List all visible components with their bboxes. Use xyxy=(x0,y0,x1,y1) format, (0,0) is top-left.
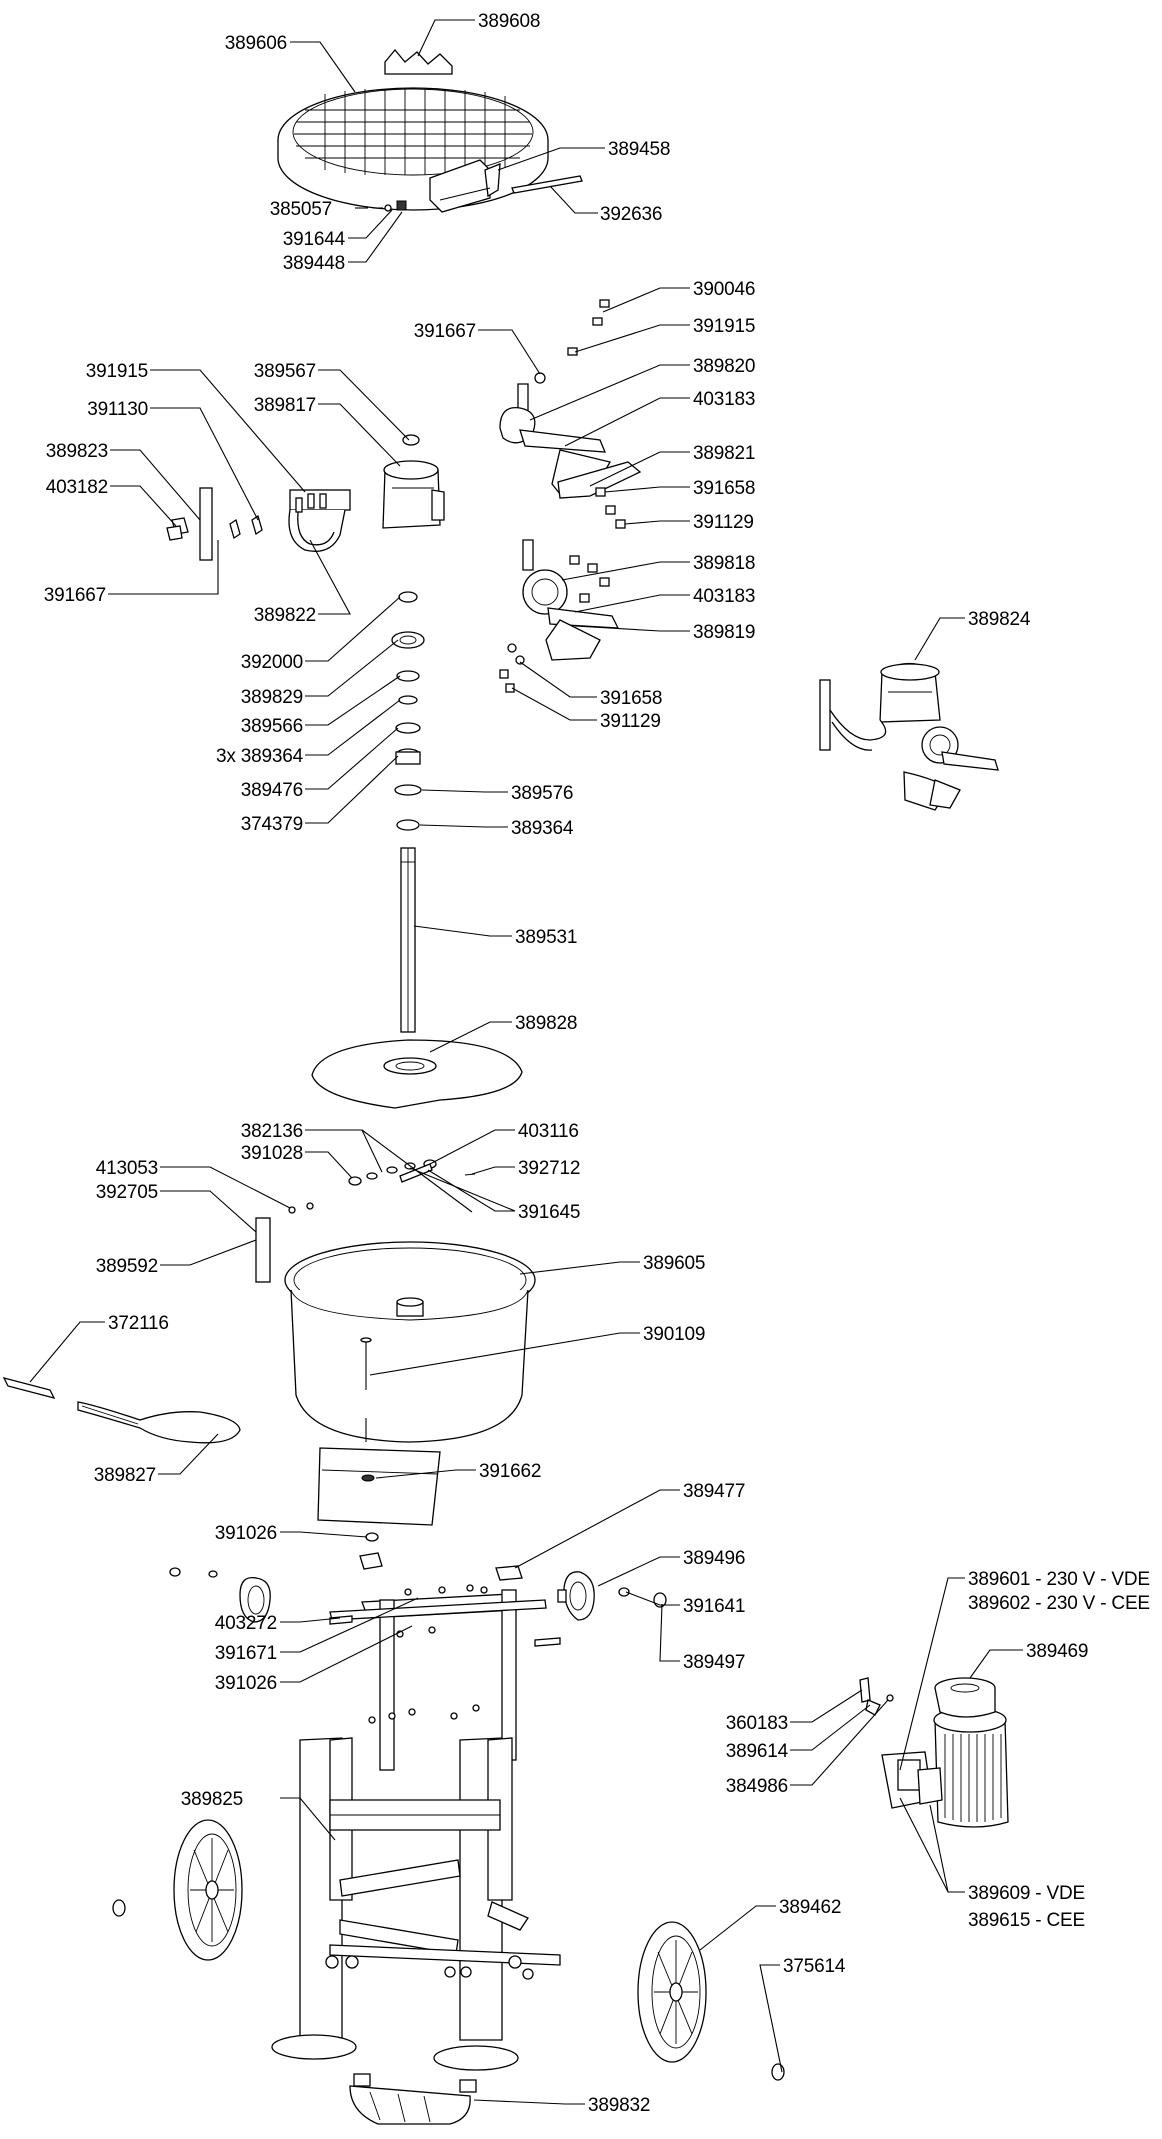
label-389823: 389823 xyxy=(46,441,108,462)
label-389602: 389602 - 230 V - CEE xyxy=(968,1593,1150,1614)
label-390046: 390046 xyxy=(693,279,755,300)
label-389458: 389458 xyxy=(608,139,670,160)
label-389614: 389614 xyxy=(726,1741,789,1762)
label-389824: 389824 xyxy=(968,609,1031,630)
label-389601: 389601 - 230 V - VDE xyxy=(968,1569,1150,1590)
label-391667-left: 391667 xyxy=(44,585,106,606)
label-360183: 360183 xyxy=(726,1713,788,1734)
label-391671: 391671 xyxy=(215,1643,277,1664)
washer-stack xyxy=(391,591,425,831)
label-391026-upper: 391026 xyxy=(215,1523,277,1544)
label-389592: 389592 xyxy=(96,1256,158,1277)
part-number-labels: 389608 389606 389458 385057 391644 38944… xyxy=(44,11,1150,2116)
shovel-parts xyxy=(2,1377,241,1444)
label-389496: 389496 xyxy=(683,1548,745,1569)
label-389606: 389606 xyxy=(225,33,287,54)
label-389608: 389608 xyxy=(478,11,540,32)
label-389821: 389821 xyxy=(693,443,755,464)
label-391915-left: 391915 xyxy=(86,361,148,382)
label-389829: 389829 xyxy=(241,687,303,708)
label-391026-lower: 391026 xyxy=(215,1673,277,1694)
label-3x-389364: 3x 389364 xyxy=(216,746,304,767)
label-390109: 390109 xyxy=(643,1324,705,1345)
label-389820: 389820 xyxy=(693,356,755,377)
label-403183-upper: 403183 xyxy=(693,389,755,410)
label-391662: 391662 xyxy=(479,1461,541,1482)
label-375614: 375614 xyxy=(783,1956,846,1977)
label-391028: 391028 xyxy=(241,1143,303,1164)
label-389605: 389605 xyxy=(643,1253,705,1274)
scraper-parts-left xyxy=(166,434,445,561)
label-392712: 392712 xyxy=(518,1158,580,1179)
scraper-parts-upper-right xyxy=(499,299,642,693)
wheel-left xyxy=(173,1819,243,1961)
label-389615: 389615 - CEE xyxy=(968,1910,1085,1931)
label-389817: 389817 xyxy=(254,395,316,416)
label-389462: 389462 xyxy=(779,1897,841,1918)
label-372116: 372116 xyxy=(108,1313,169,1334)
label-403182: 403182 xyxy=(46,477,108,498)
grate-assembly xyxy=(277,48,583,213)
label-385057: 385057 xyxy=(270,199,332,220)
axle-plates xyxy=(359,1532,523,1581)
label-382136: 382136 xyxy=(241,1121,303,1142)
label-392000: 392000 xyxy=(241,652,303,673)
label-391645: 391645 xyxy=(518,1202,580,1223)
disc-389828 xyxy=(311,1039,523,1109)
label-403183-lower: 403183 xyxy=(693,586,755,607)
label-389827: 389827 xyxy=(94,1465,156,1486)
label-389476: 389476 xyxy=(241,780,303,801)
label-389567: 389567 xyxy=(254,361,316,382)
label-389448: 389448 xyxy=(283,253,345,274)
label-391129-lower: 391129 xyxy=(600,711,661,732)
label-391129-upper: 391129 xyxy=(693,512,754,533)
label-389825: 389825 xyxy=(181,1789,243,1810)
label-403272: 403272 xyxy=(215,1613,277,1634)
label-391667-upper: 391667 xyxy=(414,321,476,342)
label-389828: 389828 xyxy=(515,1013,577,1034)
label-389576: 389576 xyxy=(511,783,573,804)
label-389832: 389832 xyxy=(588,2095,650,2116)
label-389818: 389818 xyxy=(693,553,755,574)
label-389364: 389364 xyxy=(511,818,574,839)
label-389566: 389566 xyxy=(241,716,303,737)
label-389497: 389497 xyxy=(683,1652,745,1673)
label-389819: 389819 xyxy=(693,622,755,643)
label-389469: 389469 xyxy=(1026,1641,1088,1662)
shaft-389531 xyxy=(400,847,416,1033)
label-413053: 413053 xyxy=(96,1158,158,1179)
label-389822: 389822 xyxy=(254,605,316,626)
label-384986: 384986 xyxy=(726,1776,788,1797)
label-374379: 374379 xyxy=(241,814,303,835)
wheel-right xyxy=(637,1921,707,2063)
label-392636: 392636 xyxy=(600,204,662,225)
assembled-scraper-389824 xyxy=(819,662,999,811)
label-391641: 391641 xyxy=(683,1596,745,1617)
label-403116: 403116 xyxy=(518,1121,579,1142)
label-391658-lower: 391658 xyxy=(600,688,662,709)
label-392705: 392705 xyxy=(96,1182,158,1203)
label-389531: 389531 xyxy=(515,927,577,948)
foot-step-389832 xyxy=(349,2073,477,2125)
label-391130: 391130 xyxy=(87,399,148,420)
drum-fasteners xyxy=(255,1159,476,1283)
motor-assembly xyxy=(859,1677,1009,1828)
label-389609: 389609 - VDE xyxy=(968,1883,1085,1904)
leader-lines xyxy=(29,19,1023,2105)
label-391915-upper: 391915 xyxy=(693,316,755,337)
drum-389605 xyxy=(284,1241,536,1526)
label-389477: 389477 xyxy=(683,1481,745,1502)
label-391644: 391644 xyxy=(283,229,346,250)
label-391658-upper: 391658 xyxy=(693,478,755,499)
